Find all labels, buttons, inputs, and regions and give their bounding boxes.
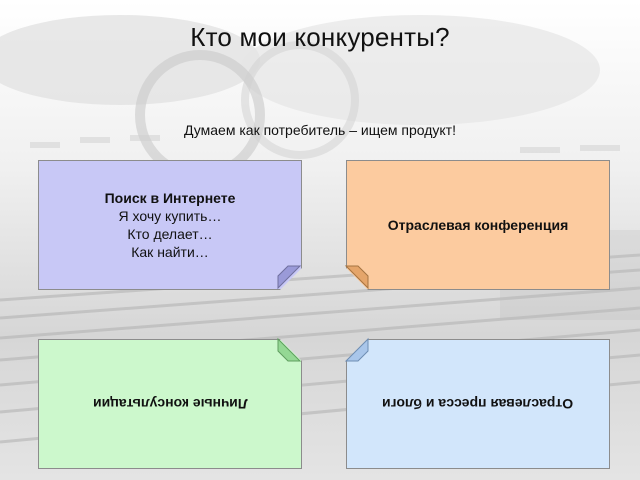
card-heading: Отраслевая пресса и блоги: [382, 396, 574, 412]
card-heading: Личные консультации: [92, 396, 248, 412]
card-line: Кто делает…: [127, 226, 213, 242]
card-industry-press-blogs: Отраслевая пресса и блоги: [346, 339, 610, 469]
card-personal-consultations: Личные консультации: [38, 339, 302, 469]
card-line: Как найти…: [131, 244, 209, 260]
card-heading: Отраслевая конференция: [387, 217, 569, 233]
slide-subtitle: Думаем как потребитель – ищем продукт!: [184, 122, 456, 138]
card-line: Я хочу купить…: [118, 208, 222, 224]
card-heading: Поиск в Интернете: [104, 190, 236, 206]
card-industry-conference: Отраслевая конференция: [346, 160, 610, 290]
card-internet-search: Поиск в Интернете Я хочу купить… Кто дел…: [38, 160, 302, 290]
slide-title: Кто мои конкуренты?: [190, 22, 450, 52]
